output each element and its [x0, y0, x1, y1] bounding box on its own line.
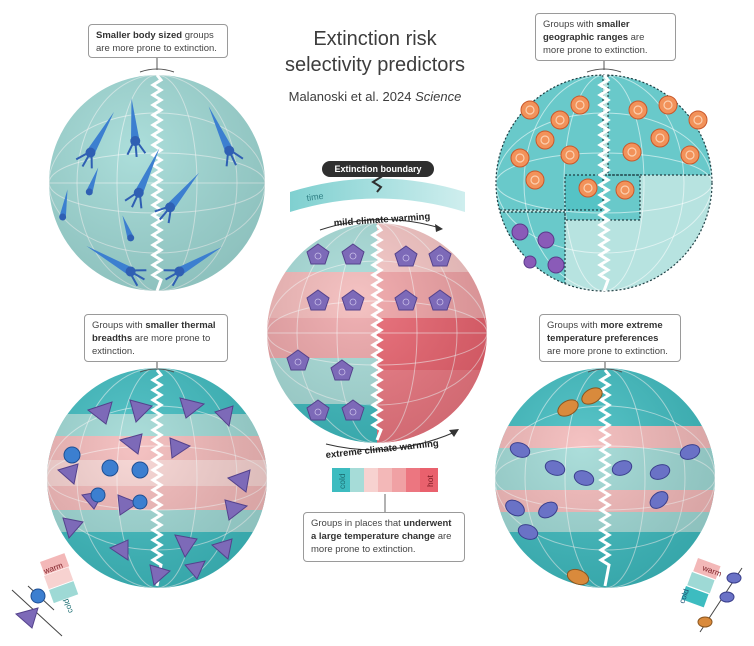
extinction-boundary-zigzag [150, 369, 164, 587]
callout-extreme-preferences: Groups with more extreme temperature pre… [539, 314, 681, 362]
title-line-1: Extinction risk [313, 28, 437, 50]
arrow-head-icon [435, 224, 443, 232]
sphere-thermal-breadth [47, 368, 267, 588]
callout-connectors [139, 58, 623, 373]
scale-hot-label: hot [425, 475, 435, 487]
callout-text-pre: Groups in places that [311, 518, 404, 529]
temperature-scale: cold hot [332, 468, 438, 512]
extinction-boundary-label: Extinction boundary [322, 161, 434, 177]
callout-temperature-change: Groups in places that underwent a large … [303, 512, 465, 562]
scallop-fossil-icon [63, 446, 149, 510]
callout-text-post: are more prone to extinction. [543, 32, 648, 56]
sphere-geographic-range [495, 74, 713, 292]
arrow-head-icon [449, 429, 459, 437]
echinoid-fossil-icon [286, 243, 452, 421]
trilobite-orange-icon [557, 387, 603, 586]
callout-text-post: are more prone to extinction. [547, 346, 668, 357]
extinction-boundary-zigzag [598, 369, 612, 587]
extreme-preferences-legend: warm cold [677, 558, 743, 633]
callout-text-post: are more prone to extinction. [311, 531, 452, 555]
extinction-boundary-zigzag [150, 74, 164, 292]
callout-text-post: are more prone to extinction. [92, 333, 211, 357]
scale-cold-label: cold [337, 473, 347, 489]
extinction-boundary-zigzag [597, 74, 611, 292]
citation: Malanoski et al. 2024 Science [230, 89, 520, 104]
sphere-extreme-preferences [495, 368, 715, 588]
title-line-2: selectivity predictors [284, 54, 466, 76]
callout-thermal-breadth: Groups with smaller thermal breadths are… [84, 314, 228, 362]
citation-authors: Malanoski et al. 2024 [288, 89, 412, 104]
callout-body-size: Smaller body sized groups are more prone… [88, 24, 228, 58]
callout-text-pre: Groups with [547, 320, 601, 331]
callout-text-bold: underwent a large temperature change [311, 518, 452, 542]
citation-journal: Science [415, 89, 462, 104]
squid-fossil-icon [59, 98, 244, 287]
callout-text-pre: Groups with [543, 19, 597, 30]
echinoid-pattern [294, 252, 444, 416]
callout-text-bold: Smaller body sized [96, 30, 183, 41]
callout-text-pre: Groups with [92, 320, 146, 331]
time-label: time [306, 191, 324, 203]
time-arc: time [290, 171, 465, 212]
callout-text-bold: smaller thermal breadths [92, 320, 216, 344]
trilobite-fossil-icon [505, 442, 701, 540]
extinction-boundary-zigzag [370, 224, 384, 441]
thermal-breadth-legend: warm cold [11, 553, 79, 637]
ammonite-fossil-icon [510, 95, 708, 274]
callout-text-bold: smaller geographic ranges [543, 19, 630, 43]
legend-cold-label: cold [61, 598, 74, 615]
callout-geographic-range: Groups with smaller geographic ranges ar… [535, 13, 676, 61]
callout-text-bold: more extreme temperature preferences [547, 320, 663, 344]
sphere-temperature-change [267, 223, 487, 443]
sphere-body-size [49, 74, 265, 292]
callout-text-post: groups are more prone to extinction. [96, 30, 217, 54]
legend-cold-label-right: cold [677, 588, 690, 605]
